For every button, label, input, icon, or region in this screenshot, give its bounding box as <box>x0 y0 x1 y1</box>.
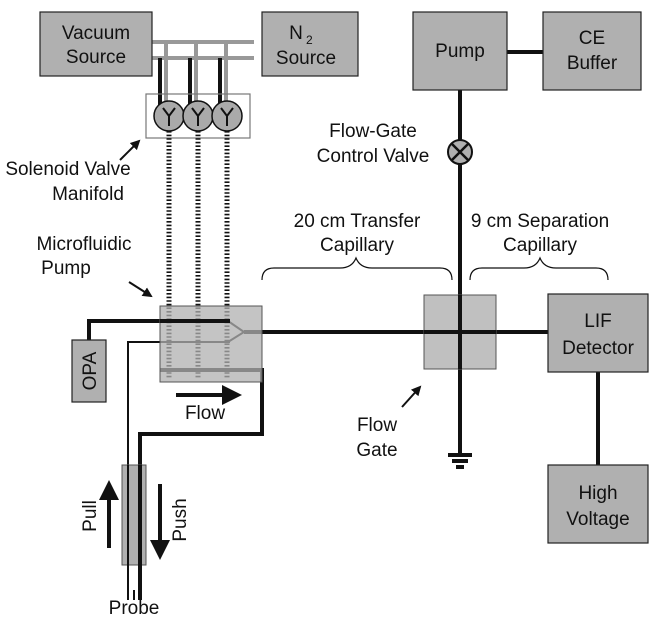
solenoid-valve-manifold <box>145 93 251 139</box>
opa-label: OPA <box>80 351 101 390</box>
transfer-capillary-brace <box>261 256 453 281</box>
solenoid-pointer-arrow <box>119 139 141 161</box>
flow-gate-label-2: Gate <box>356 440 397 461</box>
microfluidic-pump-pointer-arrow <box>128 281 153 298</box>
ground-icon <box>448 453 472 469</box>
solenoid-valve-3 <box>211 100 243 132</box>
push-label: Push <box>170 498 191 541</box>
vacuum-source-box: Vacuum Source <box>39 11 153 77</box>
flow-label: Flow <box>185 403 225 424</box>
pump-label: Pump <box>435 41 485 62</box>
lif-label-1: LIF <box>584 311 611 332</box>
solenoid-valve-1 <box>153 100 185 132</box>
transfer-capillary-label-1: 20 cm Transfer <box>294 211 421 232</box>
opa-box: OPA <box>71 339 107 403</box>
flow-gate-control-label-2: Control Valve <box>317 146 430 167</box>
vacuum-source-label-2: Source <box>66 47 126 68</box>
separation-capillary-label-1: 9 cm Separation <box>471 211 609 232</box>
high-voltage-label-1: High <box>578 483 617 504</box>
lif-detector-box: LIF Detector <box>547 293 649 373</box>
microfluidic-pump-label-1: Microfluidic <box>36 234 131 255</box>
probe-body <box>121 464 147 600</box>
transfer-capillary-label-2: Capillary <box>320 235 394 256</box>
solenoid-valve-2 <box>182 100 214 132</box>
pump-box: Pump <box>412 11 508 91</box>
lif-label-2: Detector <box>562 338 634 359</box>
n2-label-subscript: 2 <box>306 33 313 47</box>
solenoid-valve-label-1: Solenoid Valve <box>5 159 130 180</box>
microfluidic-pump-box <box>159 305 263 383</box>
microfluidic-pump-label-2: Pump <box>41 258 91 279</box>
high-voltage-label-2: Voltage <box>566 509 629 530</box>
n2-label-source: Source <box>276 48 336 69</box>
flow-gate-control-valve-icon <box>447 139 473 165</box>
n2-source-box: N 2 Source <box>261 11 359 77</box>
solenoid-valve-label-2: Manifold <box>52 184 124 205</box>
gas-lines <box>152 40 254 108</box>
vacuum-source-label-1: Vacuum <box>62 23 130 44</box>
separation-capillary-brace <box>469 256 609 281</box>
ce-buffer-label-1: CE <box>579 28 605 49</box>
n2-label-n: N <box>289 23 303 44</box>
ce-buffer-box: CE Buffer <box>542 11 642 91</box>
flow-gate-control-label-1: Flow-Gate <box>329 121 417 142</box>
separation-capillary-label-2: Capillary <box>503 235 577 256</box>
pull-label: Pull <box>80 500 101 532</box>
flow-gate-pointer-arrow <box>401 385 422 408</box>
probe-label: Probe <box>109 598 160 619</box>
high-voltage-box: High Voltage <box>547 464 649 544</box>
flow-gate-label-1: Flow <box>357 415 397 436</box>
ce-buffer-label-2: Buffer <box>567 53 618 74</box>
